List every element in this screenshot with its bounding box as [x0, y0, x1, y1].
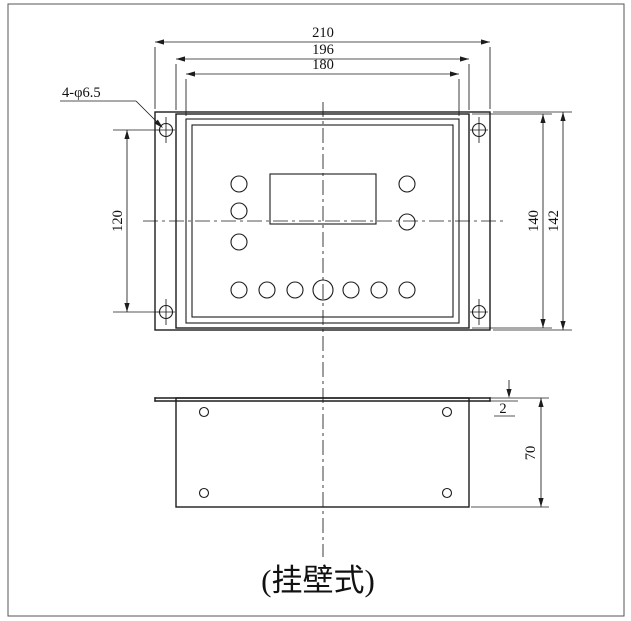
mounting-holes: [157, 117, 488, 325]
button-circle: [230, 281, 248, 299]
screw-hole: [441, 406, 453, 418]
screw-hole: [198, 487, 210, 499]
dim-body-width: 196: [175, 42, 470, 110]
center-lines: [143, 102, 503, 557]
side-view: [154, 397, 491, 508]
dim-overall-height-label: 142: [546, 210, 562, 232]
button-row: [230, 279, 416, 301]
button-circle: [258, 281, 276, 299]
dim-panel-height: 140: [472, 113, 552, 329]
button-circle: [370, 281, 388, 299]
led-circle: [230, 233, 248, 251]
page-border: [7, 3, 625, 617]
bezel-outline: [175, 113, 470, 329]
screw-holes: [198, 406, 453, 499]
button-circle: [286, 281, 304, 299]
dim-overall-width-label: 210: [312, 25, 334, 41]
dim-panel-width: 180: [185, 57, 460, 116]
dim-hole-note: 4-φ6.5: [60, 85, 163, 128]
side-box-outline: [175, 397, 470, 508]
hole-note-label: 4-φ6.5: [62, 85, 101, 101]
dim-depth-label: 70: [523, 446, 539, 461]
dim-depth: 70: [471, 398, 549, 508]
screw-hole: [441, 487, 453, 499]
dim-flange-thickness-label: 2: [499, 401, 506, 417]
dim-panel-width-label: 180: [312, 57, 334, 73]
button-circle: [398, 281, 416, 299]
dim-overall-width: 210: [154, 25, 491, 109]
panel-frame-inner: [191, 124, 454, 318]
dim-hole-spacing: 120: [110, 129, 159, 313]
dim-flange-thickness: 2: [490, 380, 549, 417]
indicator-leds-right: [398, 175, 416, 231]
dim-overall-height: 142: [493, 111, 572, 331]
dim-body-width-label: 196: [312, 42, 334, 58]
dim-hole-spacing-label: 120: [110, 210, 126, 232]
caption: (挂壁式): [261, 563, 375, 598]
indicator-leds-left: [230, 175, 248, 251]
led-circle: [398, 175, 416, 193]
screw-hole: [198, 406, 210, 418]
button-circle: [342, 281, 360, 299]
led-circle: [230, 175, 248, 193]
led-circle: [398, 213, 416, 231]
dim-panel-height-label: 140: [526, 210, 542, 232]
led-circle: [230, 202, 248, 220]
